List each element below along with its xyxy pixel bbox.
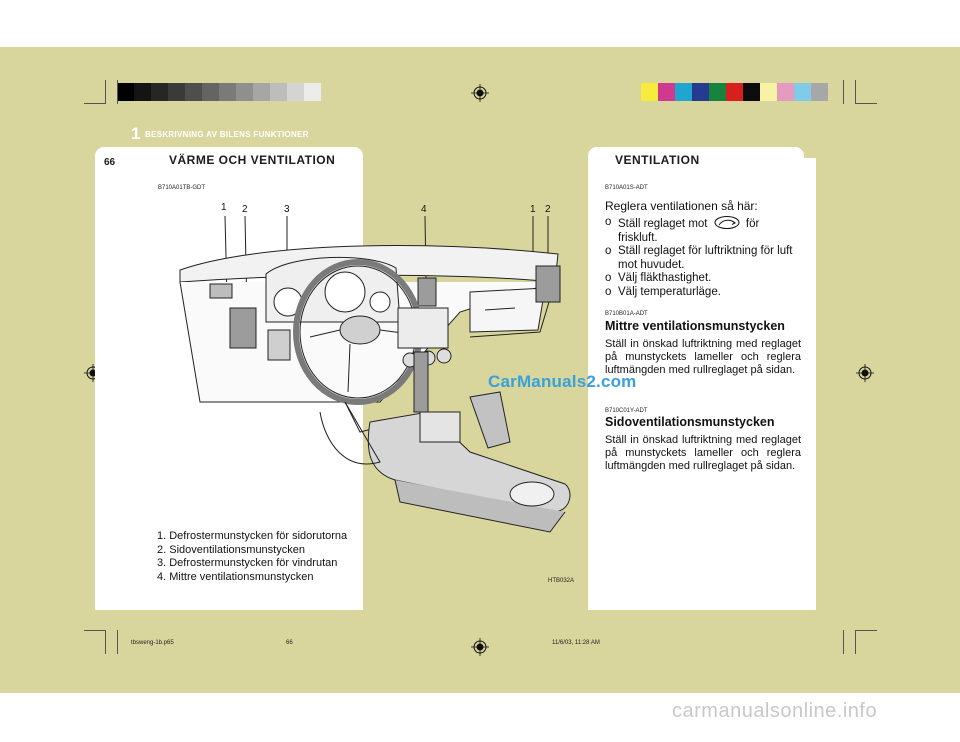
section-heading: Sidoventilationsmunstycken [605, 415, 775, 429]
callout-label: 4 [421, 204, 427, 215]
bullet-text-post: för friskluft. [618, 218, 760, 244]
bullet-text: Välj fläkthastighet. [618, 272, 712, 284]
legend-item: 4. Mittre ventilationsmunstycken [157, 570, 314, 583]
color-swatch [675, 83, 692, 101]
legend-item: 3. Defrostermunstycken för vindrutan [157, 557, 338, 569]
gray-swatch [219, 83, 236, 101]
bullet-mark: o [605, 216, 612, 228]
site-watermark: carmanualsonline.info [672, 700, 878, 722]
gray-swatch [202, 83, 219, 101]
color-swatch [743, 83, 760, 101]
watermark: CarManuals2.com [488, 372, 637, 391]
gray-swatch [117, 83, 134, 101]
figure-id: HTB032A [548, 578, 575, 584]
color-swatch [658, 83, 675, 101]
legend-item: 1. Defrostermunstycken för sidorutorna [157, 530, 348, 542]
section-paragraph: Ställ in önskad luftriktning med reglage… [605, 338, 801, 376]
color-swatch [794, 83, 811, 101]
section-code: B710B01A-ADT [605, 311, 648, 317]
color-swatch [777, 83, 794, 101]
gray-swatch [168, 83, 185, 101]
chapter-number: 1 [131, 124, 141, 143]
intro-text: Reglera ventilationen så här: [605, 200, 801, 213]
callout-label: 3 [284, 204, 290, 215]
bullet-text: Ställ reglaget mot för friskluft. [618, 216, 801, 245]
gray-swatch [270, 83, 287, 101]
bullet-text: Ställ reglaget för luftriktning för luft… [618, 245, 793, 271]
crop-mark [855, 80, 856, 104]
registration-mark-bottom [471, 638, 489, 656]
bullet-item: o Ställ reglaget mot för friskluft. [605, 216, 801, 245]
callout-label: 2 [545, 204, 551, 215]
gray-swatch [134, 83, 151, 101]
bullet-text: Välj temperaturläge. [618, 285, 721, 298]
registration-mark-top [471, 84, 489, 102]
crop-mark [117, 80, 118, 104]
crop-mark [84, 630, 106, 631]
page-number: 66 [104, 157, 116, 168]
crop-mark [855, 630, 856, 654]
grayscale-calibration-bar [117, 83, 321, 101]
callout-label: 1 [221, 202, 227, 213]
right-content-panel [588, 158, 816, 610]
intro-line: Reglera ventilationen så här: [605, 199, 758, 213]
right-section-title: VENTILATION [615, 153, 700, 167]
gray-swatch [236, 83, 253, 101]
section-heading: Mittre ventilationsmunstycken [605, 319, 785, 333]
footer-filename: tbsweng-1b.p65 [131, 640, 174, 646]
figure-code: B710A01TB-GDT [158, 185, 206, 191]
legend-item: 2. Sidoventilationsmunstycken [157, 543, 305, 556]
crop-mark [117, 630, 118, 654]
bullet-item: o Välj temperaturläge. [605, 286, 801, 300]
registration-mark-right [856, 364, 874, 382]
color-swatch [760, 83, 777, 101]
callout-label: 2 [242, 204, 248, 215]
bullet-item: o Ställ reglaget för luftriktning för lu… [605, 245, 801, 272]
crop-mark [843, 80, 844, 104]
bullet-list: o Ställ reglaget mot för friskluft. o St… [605, 216, 801, 299]
section-code: B710A01S-ADT [605, 185, 648, 191]
crop-mark [105, 80, 106, 104]
color-swatch [811, 83, 828, 101]
color-swatch [709, 83, 726, 101]
gray-swatch [287, 83, 304, 101]
dashboard-illustration [179, 215, 571, 533]
gray-swatch [304, 83, 321, 101]
bullet-text-pre: Ställ reglaget mot [618, 218, 708, 230]
fresh-air-icon [714, 216, 740, 229]
color-swatch [641, 83, 658, 101]
bullet-mark: o [605, 285, 612, 298]
gray-swatch [253, 83, 270, 101]
chapter-title: BESKRIVNING AV BILENS FUNKTIONER [145, 130, 309, 139]
color-calibration-bar [641, 83, 828, 101]
footer-timestamp: 11/6/03, 11:28 AM [552, 640, 600, 646]
left-section-title: VÄRME OCH VENTILATION [169, 153, 336, 167]
crop-mark [855, 630, 877, 631]
crop-mark [843, 630, 844, 654]
gray-swatch [151, 83, 168, 101]
bullet-item: o Välj fläkthastighet. [605, 272, 801, 286]
bullet-mark: o [605, 272, 612, 284]
bullet-mark: o [605, 245, 612, 257]
crop-mark [84, 103, 106, 104]
section-paragraph: Ställ in önskad luftriktning med reglage… [605, 434, 801, 472]
figure-legend: 1. Defrostermunstycken för sidorutorna 2… [157, 530, 347, 584]
color-swatch [692, 83, 709, 101]
crop-mark [855, 103, 877, 104]
callout-label: 1 [530, 204, 536, 215]
gray-swatch [185, 83, 202, 101]
section-code: B710C01Y-ADT [605, 408, 648, 414]
color-swatch [726, 83, 743, 101]
footer-page: 66 [286, 640, 293, 646]
crop-mark [105, 630, 106, 654]
